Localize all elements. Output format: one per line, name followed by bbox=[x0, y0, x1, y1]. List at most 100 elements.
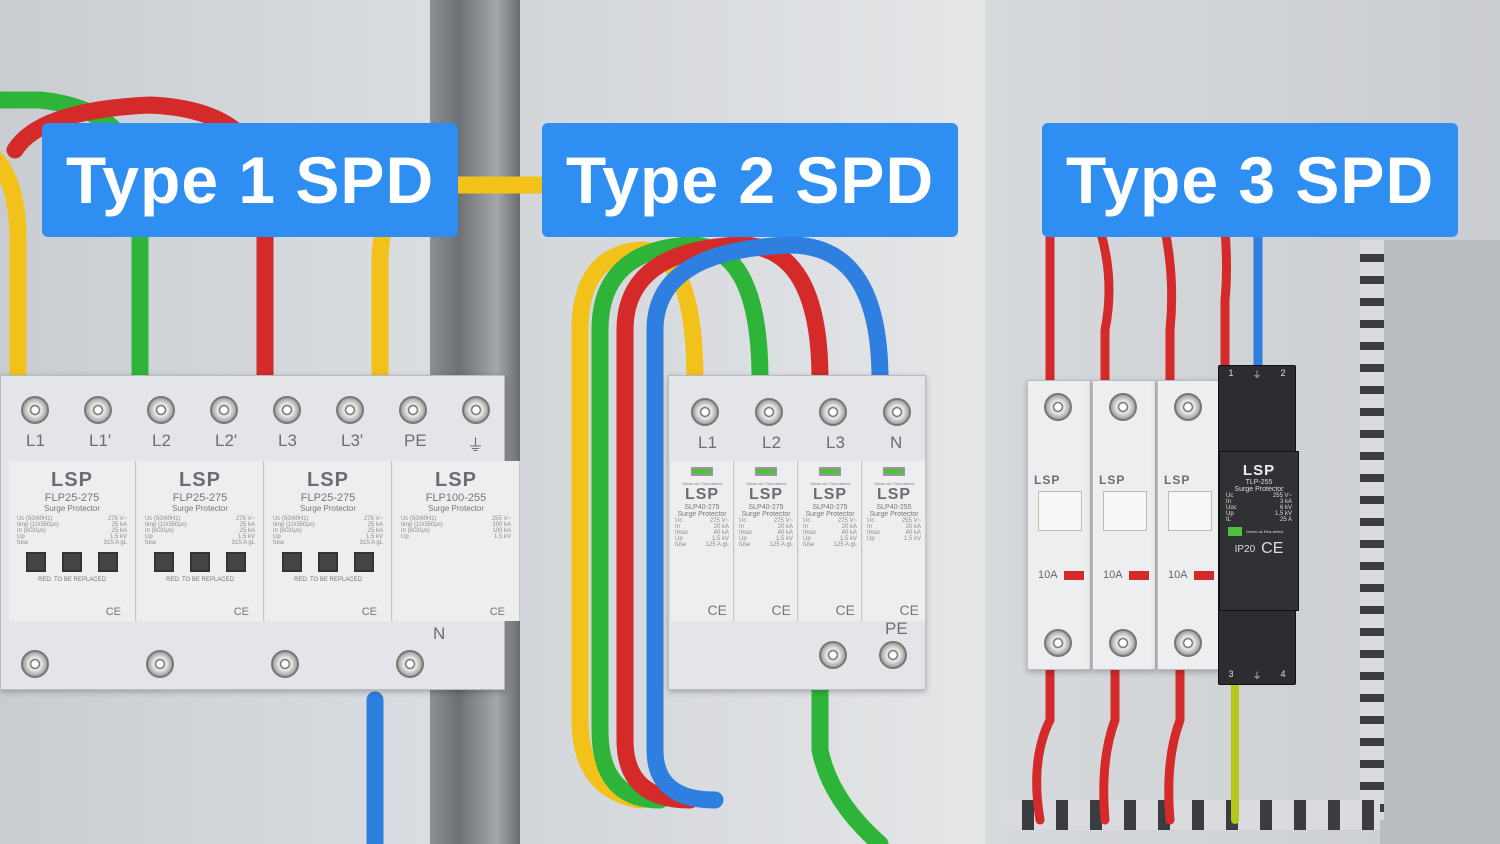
spec-value: 315 A gL bbox=[231, 540, 255, 546]
spec-row: Uc (50/60Hz)275 V~ bbox=[137, 516, 263, 522]
terminal-screw[interactable] bbox=[883, 398, 911, 426]
ip-rating: IP20 bbox=[1234, 543, 1256, 555]
terminal-screw[interactable] bbox=[21, 650, 49, 678]
breaker-toggle[interactable] bbox=[1103, 491, 1147, 531]
spec-label: In bbox=[675, 524, 681, 530]
terminal-screw[interactable] bbox=[1044, 393, 1072, 421]
breaker-toggle[interactable] bbox=[1168, 491, 1212, 531]
spec-value: 275 V~ bbox=[363, 516, 383, 522]
product-subtitle: Surge Protector bbox=[299, 504, 357, 513]
spec-label: Imax bbox=[675, 530, 689, 536]
terminal-screw[interactable] bbox=[84, 396, 112, 424]
status-indicator bbox=[755, 467, 777, 476]
spec-label: In (8/20μs) bbox=[17, 528, 46, 534]
brand-logo: LSP bbox=[684, 486, 720, 503]
spec-label: Up bbox=[867, 536, 875, 542]
terminal-screw[interactable] bbox=[1109, 629, 1137, 657]
wire-red bbox=[1099, 660, 1120, 825]
terminal-screw[interactable] bbox=[819, 641, 847, 669]
spec-label: Up bbox=[145, 534, 153, 540]
product-subtitle: Surge Protector bbox=[741, 511, 791, 518]
indicator-note: Green-ok Red-defect bbox=[1246, 529, 1284, 534]
terminal-screw[interactable] bbox=[819, 398, 847, 426]
terminal-screw[interactable] bbox=[1174, 629, 1202, 657]
wire-red bbox=[1164, 660, 1185, 825]
terminal-screw[interactable] bbox=[755, 398, 783, 426]
spec-label: In (8/20μs) bbox=[145, 528, 174, 534]
wire-blue bbox=[646, 236, 889, 809]
terminal-screw[interactable] bbox=[399, 396, 427, 424]
terminal-screw[interactable] bbox=[146, 650, 174, 678]
spec-value: 25 kA bbox=[111, 528, 127, 534]
terminal-label: ⏚ bbox=[467, 436, 484, 455]
indicator-windows bbox=[137, 552, 263, 577]
terminal-label: ⏚ bbox=[1252, 671, 1262, 681]
spec-row: In (8/20μs)100 kA bbox=[393, 528, 519, 534]
spec-value: 25 kA bbox=[367, 528, 383, 534]
terminal-screw[interactable] bbox=[1044, 629, 1072, 657]
brand-logo: LSP bbox=[1034, 473, 1061, 487]
terminal-screw[interactable] bbox=[691, 398, 719, 426]
bottom-terminal-labels: 3⏚4 bbox=[1219, 669, 1295, 682]
terminal-label: N bbox=[890, 433, 903, 452]
ce-mark: CE bbox=[707, 602, 727, 618]
cabinet-bottom-slots bbox=[1000, 800, 1380, 830]
terminal-screw[interactable] bbox=[396, 650, 424, 678]
spec-value: 40 kA bbox=[841, 530, 857, 536]
terminal-screw[interactable] bbox=[21, 396, 49, 424]
type2-label: Type 2 SPD bbox=[542, 123, 958, 237]
spec-label: Imax bbox=[867, 530, 881, 536]
terminal-screw[interactable] bbox=[336, 396, 364, 424]
spec-row: Uc (50/60Hz)275 V~ bbox=[265, 516, 391, 522]
spec-row: Iimp (10/350μs)100 kA bbox=[393, 522, 519, 528]
top-terminal-labels: 1⏚2 bbox=[1219, 366, 1295, 381]
terminal-screw[interactable] bbox=[273, 396, 301, 424]
ce-mark: CE bbox=[105, 606, 121, 618]
product-subtitle: Surge Protector bbox=[869, 511, 919, 518]
spec-label: Iimp (10/350μs) bbox=[145, 522, 187, 528]
terminal-screw[interactable] bbox=[879, 641, 907, 669]
spec-label: Imax bbox=[739, 530, 753, 536]
indicator-note: Green-ok / Red-defect bbox=[810, 481, 850, 486]
terminal-screw[interactable] bbox=[462, 396, 490, 424]
terminal-screw[interactable] bbox=[1174, 393, 1202, 421]
wire-yellow bbox=[0, 151, 27, 389]
breaker-toggle[interactable] bbox=[1038, 491, 1082, 531]
indicator-note: Green-ok / Red-defect bbox=[746, 481, 786, 486]
indicator-note: Green-ok / Red-defect bbox=[682, 481, 722, 486]
spec-label: In (8/20μs) bbox=[273, 528, 302, 534]
terminal-screw[interactable] bbox=[147, 396, 175, 424]
terminal-screw[interactable] bbox=[271, 650, 299, 678]
spec-value: 20 kA bbox=[713, 524, 729, 530]
model-number: SLP40-275 bbox=[684, 504, 720, 511]
spec-value: 25 A bbox=[1279, 517, 1292, 523]
spec-value: 315 A gL bbox=[103, 540, 127, 546]
terminal-screw[interactable] bbox=[1109, 393, 1137, 421]
terminal-screw[interactable] bbox=[210, 396, 238, 424]
wire-red bbox=[1032, 660, 1055, 825]
product-subtitle: Surge Protector bbox=[43, 504, 101, 513]
spec-value: 25 kA bbox=[239, 528, 255, 534]
wire-red bbox=[1095, 225, 1114, 390]
